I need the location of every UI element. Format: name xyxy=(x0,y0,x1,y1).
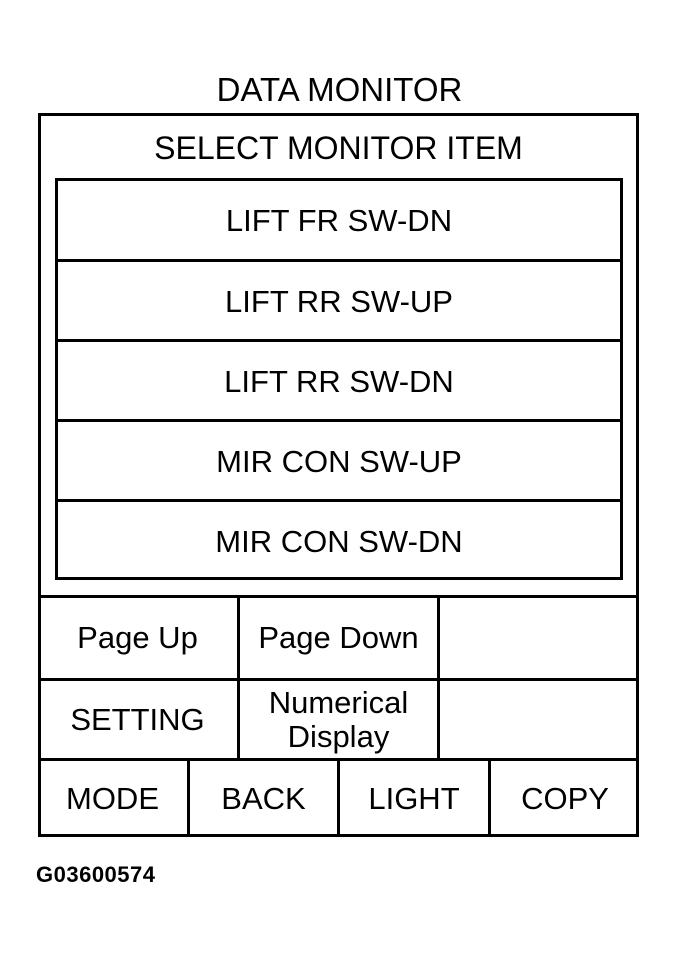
monitor-item-mir-con-sw-up[interactable]: MIR CON SW-UP xyxy=(58,419,620,499)
back-button[interactable]: BACK xyxy=(190,761,337,837)
empty-button-slot xyxy=(440,598,639,678)
page-down-label: Page Down xyxy=(258,620,419,655)
monitor-item-lift-rr-sw-up[interactable]: LIFT RR SW-UP xyxy=(58,259,620,339)
copy-button[interactable]: COPY xyxy=(491,761,639,837)
back-label: BACK xyxy=(221,781,306,816)
empty-button-slot xyxy=(440,681,639,758)
copy-label: COPY xyxy=(521,781,609,816)
page-up-button[interactable]: Page Up xyxy=(38,598,237,678)
numerical-display-button[interactable]: Numerical Display xyxy=(240,681,437,758)
divider xyxy=(337,758,340,837)
divider xyxy=(488,758,491,837)
monitor-item-list: LIFT FR SW-DN LIFT RR SW-UP LIFT RR SW-D… xyxy=(55,178,623,580)
monitor-item-mir-con-sw-dn[interactable]: MIR CON SW-DN xyxy=(58,499,620,579)
setting-button[interactable]: SETTING xyxy=(38,681,237,758)
light-button[interactable]: LIGHT xyxy=(340,761,488,837)
light-label: LIGHT xyxy=(368,781,460,816)
mode-button[interactable]: MODE xyxy=(38,761,187,837)
mode-label: MODE xyxy=(66,781,159,816)
button-panel: Page Up Page Down SETTING Numerical Disp… xyxy=(38,595,639,837)
numerical-display-label-line2: Display xyxy=(287,718,390,754)
numerical-display-label-line1: Numerical xyxy=(268,684,409,720)
figure-code: G03600574 xyxy=(36,862,156,887)
setting-label: SETTING xyxy=(70,701,205,737)
page-down-button[interactable]: Page Down xyxy=(240,598,437,678)
divider xyxy=(187,758,190,837)
divider xyxy=(437,598,440,758)
divider xyxy=(38,678,639,681)
monitor-item-lift-fr-sw-dn[interactable]: LIFT FR SW-DN xyxy=(225,203,453,238)
instruction-label: SELECT MONITOR ITEM xyxy=(154,130,523,166)
monitor-item-lift-rr-sw-dn[interactable]: LIFT RR SW-DN xyxy=(58,339,620,419)
page-up-label: Page Up xyxy=(77,620,198,655)
screen-title: DATA MONITOR xyxy=(216,71,463,108)
divider xyxy=(237,598,240,758)
